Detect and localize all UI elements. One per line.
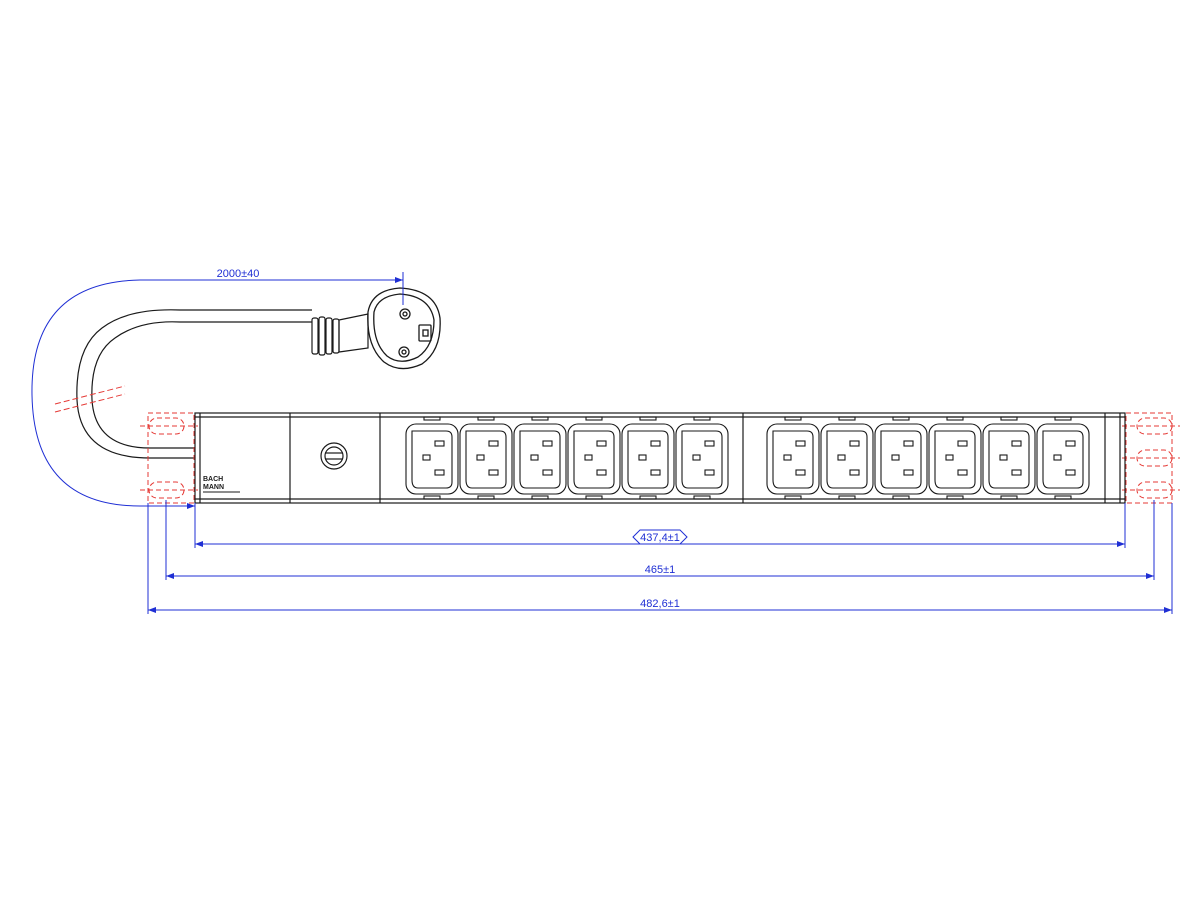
- cable-length-dimension: [31, 272, 404, 509]
- c13-outlet-icon: [459, 416, 513, 500]
- c13-outlet-icon: [513, 416, 567, 500]
- brand-line-2: MANN: [203, 484, 224, 491]
- brand-logo: BACH MANN: [203, 476, 240, 493]
- cable-break-mark: [54, 385, 126, 413]
- c13-outlet-icon: [405, 416, 459, 500]
- c13-outlet-icon: [874, 416, 928, 500]
- power-cable: [76, 309, 312, 459]
- c13-outlet-icon: [928, 416, 982, 500]
- c13-outlet-icon: [982, 416, 1036, 500]
- mount-width-label: 465±1: [645, 564, 676, 576]
- c13-outlet-icon: [820, 416, 874, 500]
- outlet-group-a: [405, 416, 729, 500]
- mounting-bracket-right: [1122, 412, 1180, 504]
- inner-width-dimension: [194, 503, 1126, 548]
- mounting-bracket-left: [140, 412, 198, 504]
- overall-width-label: 482,6±1: [640, 598, 680, 610]
- c13-outlet-icon: [621, 416, 675, 500]
- inner-width-label: 437,4±1: [640, 532, 680, 544]
- pdu-body: [194, 412, 1126, 504]
- mount-width-dimension: [165, 500, 1155, 580]
- schuko-plug-icon: [367, 287, 441, 370]
- c13-outlet-icon: [1036, 416, 1090, 500]
- cable-length-label: 2000±40: [217, 268, 260, 280]
- outlet-group-b: [766, 416, 1090, 500]
- c13-outlet-icon: [567, 416, 621, 500]
- brand-line-1: BACH: [203, 476, 223, 483]
- c13-outlet-icon: [766, 416, 820, 500]
- circuit-breaker-icon: [320, 442, 348, 470]
- plug-strain-relief: [311, 313, 369, 356]
- c13-outlet-icon: [675, 416, 729, 500]
- overall-width-dimension: [147, 503, 1173, 614]
